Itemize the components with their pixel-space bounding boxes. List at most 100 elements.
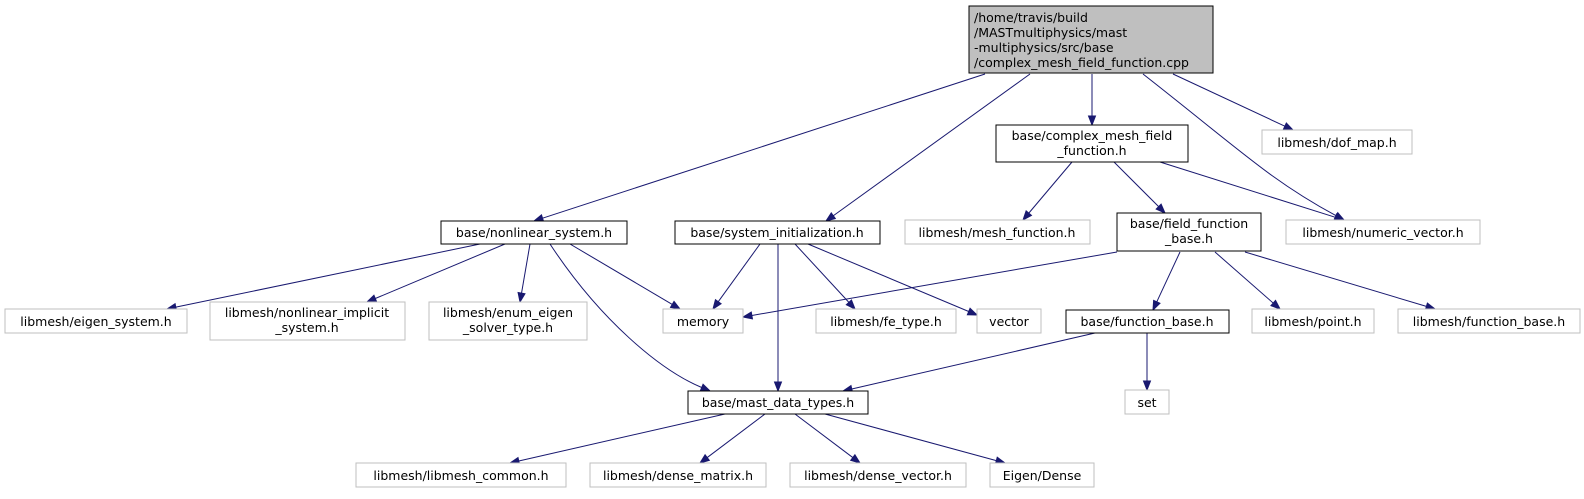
edge-complex-mesh-field-function-h-to-numeric-vector — [1159, 161, 1346, 222]
node-field-function-base-line-1: base/field_function — [1130, 216, 1248, 231]
edge-arrowhead — [365, 294, 378, 303]
edge-field-function-base-to-libmesh-function-base — [1244, 251, 1437, 311]
edge-line — [1156, 251, 1181, 303]
edge-field-function-base-to-point — [1214, 251, 1282, 310]
node-libmesh-common-label: libmesh/libmesh_common.h — [373, 468, 548, 483]
node-function-base-h-label: base/function_base.h — [1080, 314, 1213, 329]
edge-line — [1172, 73, 1286, 127]
edge-arrowhead — [1022, 210, 1033, 222]
node-system-initialization-label: base/system_initialization.h — [690, 225, 863, 240]
edge-nonlinear-system-to-eigen-system — [165, 243, 481, 312]
node-memory-label: memory — [677, 314, 730, 329]
node-nonlinear-system[interactable]: base/nonlinear_system.h — [440, 220, 628, 245]
edge-system-initialization-to-mast-data-types — [773, 244, 783, 393]
node-root-file-line-3: -multiphysics/src/base — [974, 40, 1114, 55]
edge-line — [1028, 161, 1073, 214]
edge-arrowhead — [1087, 115, 1097, 127]
node-enum-eigen-solver-type-line-1: libmesh/enum_eigen — [443, 305, 573, 320]
edge-arrowhead — [741, 311, 754, 320]
node-set-label: set — [1137, 395, 1156, 410]
edge-arrowhead — [966, 307, 979, 316]
node-dense-vector: libmesh/dense_vector.h — [789, 462, 967, 488]
edge-system-initialization-to-memory — [712, 243, 761, 311]
node-mast-data-types-label: base/mast_data_types.h — [702, 395, 854, 410]
edge-root-to-complex-mesh-field-function-h — [1087, 74, 1097, 127]
edge-system-initialization-to-fe-type — [794, 243, 856, 311]
edge-root-to-nonlinear-system — [532, 73, 986, 223]
node-point: libmesh/point.h — [1251, 308, 1375, 334]
node-complex-mesh-field-function-h-line-2: _function.h — [1056, 143, 1126, 158]
edge-line — [1159, 161, 1336, 218]
edge-arrowhead — [669, 300, 682, 310]
edge-mast-data-types-to-dense-matrix — [698, 413, 766, 464]
node-libmesh-function-base-label: libmesh/function_base.h — [1413, 314, 1565, 329]
edge-function-base-h-to-mast-data-types — [841, 332, 1096, 393]
edge-line — [1142, 73, 1337, 217]
edge-arrowhead — [1155, 203, 1166, 214]
node-root-file-line-2: /MASTmultiphysics/mast — [974, 25, 1127, 40]
edge-line — [794, 413, 854, 458]
node-nonlinear-system-label: base/nonlinear_system.h — [456, 225, 612, 240]
edge-field-function-base-to-function-base-h — [1152, 251, 1181, 312]
edge-root-to-dof-map — [1172, 73, 1295, 131]
edge-arrowhead — [698, 453, 711, 464]
node-enum-eigen-solver-type-line-2: _solver_type.h — [462, 320, 553, 335]
node-dense-matrix: libmesh/dense_matrix.h — [589, 462, 767, 488]
node-eigen-dense-label: Eigen/Dense — [1003, 468, 1082, 483]
node-enum-eigen-solver-type: libmesh/enum_eigen _solver_type.h — [428, 301, 588, 341]
node-root-file-line-4: /complex_mesh_field_function.cpp — [974, 55, 1189, 70]
edge-arrowhead — [773, 381, 783, 393]
node-point-label: libmesh/point.h — [1264, 314, 1361, 329]
edge-line — [569, 243, 673, 305]
node-root-file: /home/travis/build /MASTmultiphysics/mas… — [968, 5, 1214, 74]
node-dense-matrix-label: libmesh/dense_matrix.h — [603, 468, 753, 483]
node-libmesh-common: libmesh/libmesh_common.h — [355, 462, 567, 488]
edge-line — [824, 413, 997, 462]
node-field-function-base[interactable]: base/field_function _base.h — [1116, 212, 1262, 252]
edge-arrowhead — [845, 299, 856, 311]
node-mast-data-types[interactable]: base/mast_data_types.h — [687, 390, 869, 415]
nodes-layer: /home/travis/build /MASTmultiphysics/mas… — [4, 5, 1581, 488]
node-eigen-system-label: libmesh/eigen_system.h — [20, 314, 171, 329]
node-nonlinear-implicit-system-line-1: libmesh/nonlinear_implicit — [225, 305, 389, 320]
node-field-function-base-line-2: _base.h — [1164, 231, 1213, 246]
node-numeric-vector-label: libmesh/numeric_vector.h — [1302, 225, 1463, 240]
node-fe-type-label: libmesh/fe_type.h — [830, 314, 942, 329]
edge-line — [751, 251, 1118, 316]
edge-arrowhead — [1270, 299, 1282, 310]
node-vector: vector — [976, 308, 1042, 334]
edge-arrowhead — [1152, 299, 1161, 312]
edge-line — [717, 243, 761, 302]
node-system-initialization[interactable]: base/system_initialization.h — [674, 220, 881, 245]
edge-line — [375, 243, 506, 299]
edges-layer — [165, 73, 1437, 466]
edge-line — [1214, 251, 1274, 304]
edge-line — [807, 243, 969, 312]
edge-line — [549, 243, 702, 388]
edge-system-initialization-to-vector — [807, 243, 979, 316]
node-numeric-vector: libmesh/numeric_vector.h — [1285, 219, 1481, 245]
node-complex-mesh-field-function-h-line-1: base/complex_mesh_field — [1012, 128, 1173, 143]
edge-nonlinear-system-to-nonlinear-implicit-system — [365, 243, 506, 303]
edge-line — [833, 73, 1031, 217]
edge-root-to-system-initialization — [824, 73, 1031, 222]
node-set: set — [1124, 389, 1170, 415]
node-dof-map: libmesh/dof_map.h — [1261, 129, 1413, 155]
edge-nonlinear-system-to-memory — [569, 243, 682, 310]
edge-line — [1113, 161, 1159, 207]
edge-line — [1244, 251, 1427, 307]
edge-mast-data-types-to-dense-vector — [794, 413, 862, 464]
edge-complex-mesh-field-function-h-to-field-function-base — [1113, 161, 1166, 214]
node-dof-map-label: libmesh/dof_map.h — [1277, 135, 1396, 150]
node-memory: memory — [662, 308, 744, 334]
edge-arrowhead — [699, 383, 712, 392]
node-function-base-h[interactable]: base/function_base.h — [1065, 309, 1230, 334]
edge-line — [175, 243, 481, 308]
edge-function-base-h-to-set — [1142, 333, 1152, 392]
edge-mast-data-types-to-libmesh-common — [508, 413, 726, 466]
node-complex-mesh-field-function-h[interactable]: base/complex_mesh_field _function.h — [995, 124, 1189, 163]
node-eigen-dense: Eigen/Dense — [989, 462, 1095, 488]
node-vector-label: vector — [989, 314, 1030, 329]
edge-arrowhead — [517, 291, 526, 304]
